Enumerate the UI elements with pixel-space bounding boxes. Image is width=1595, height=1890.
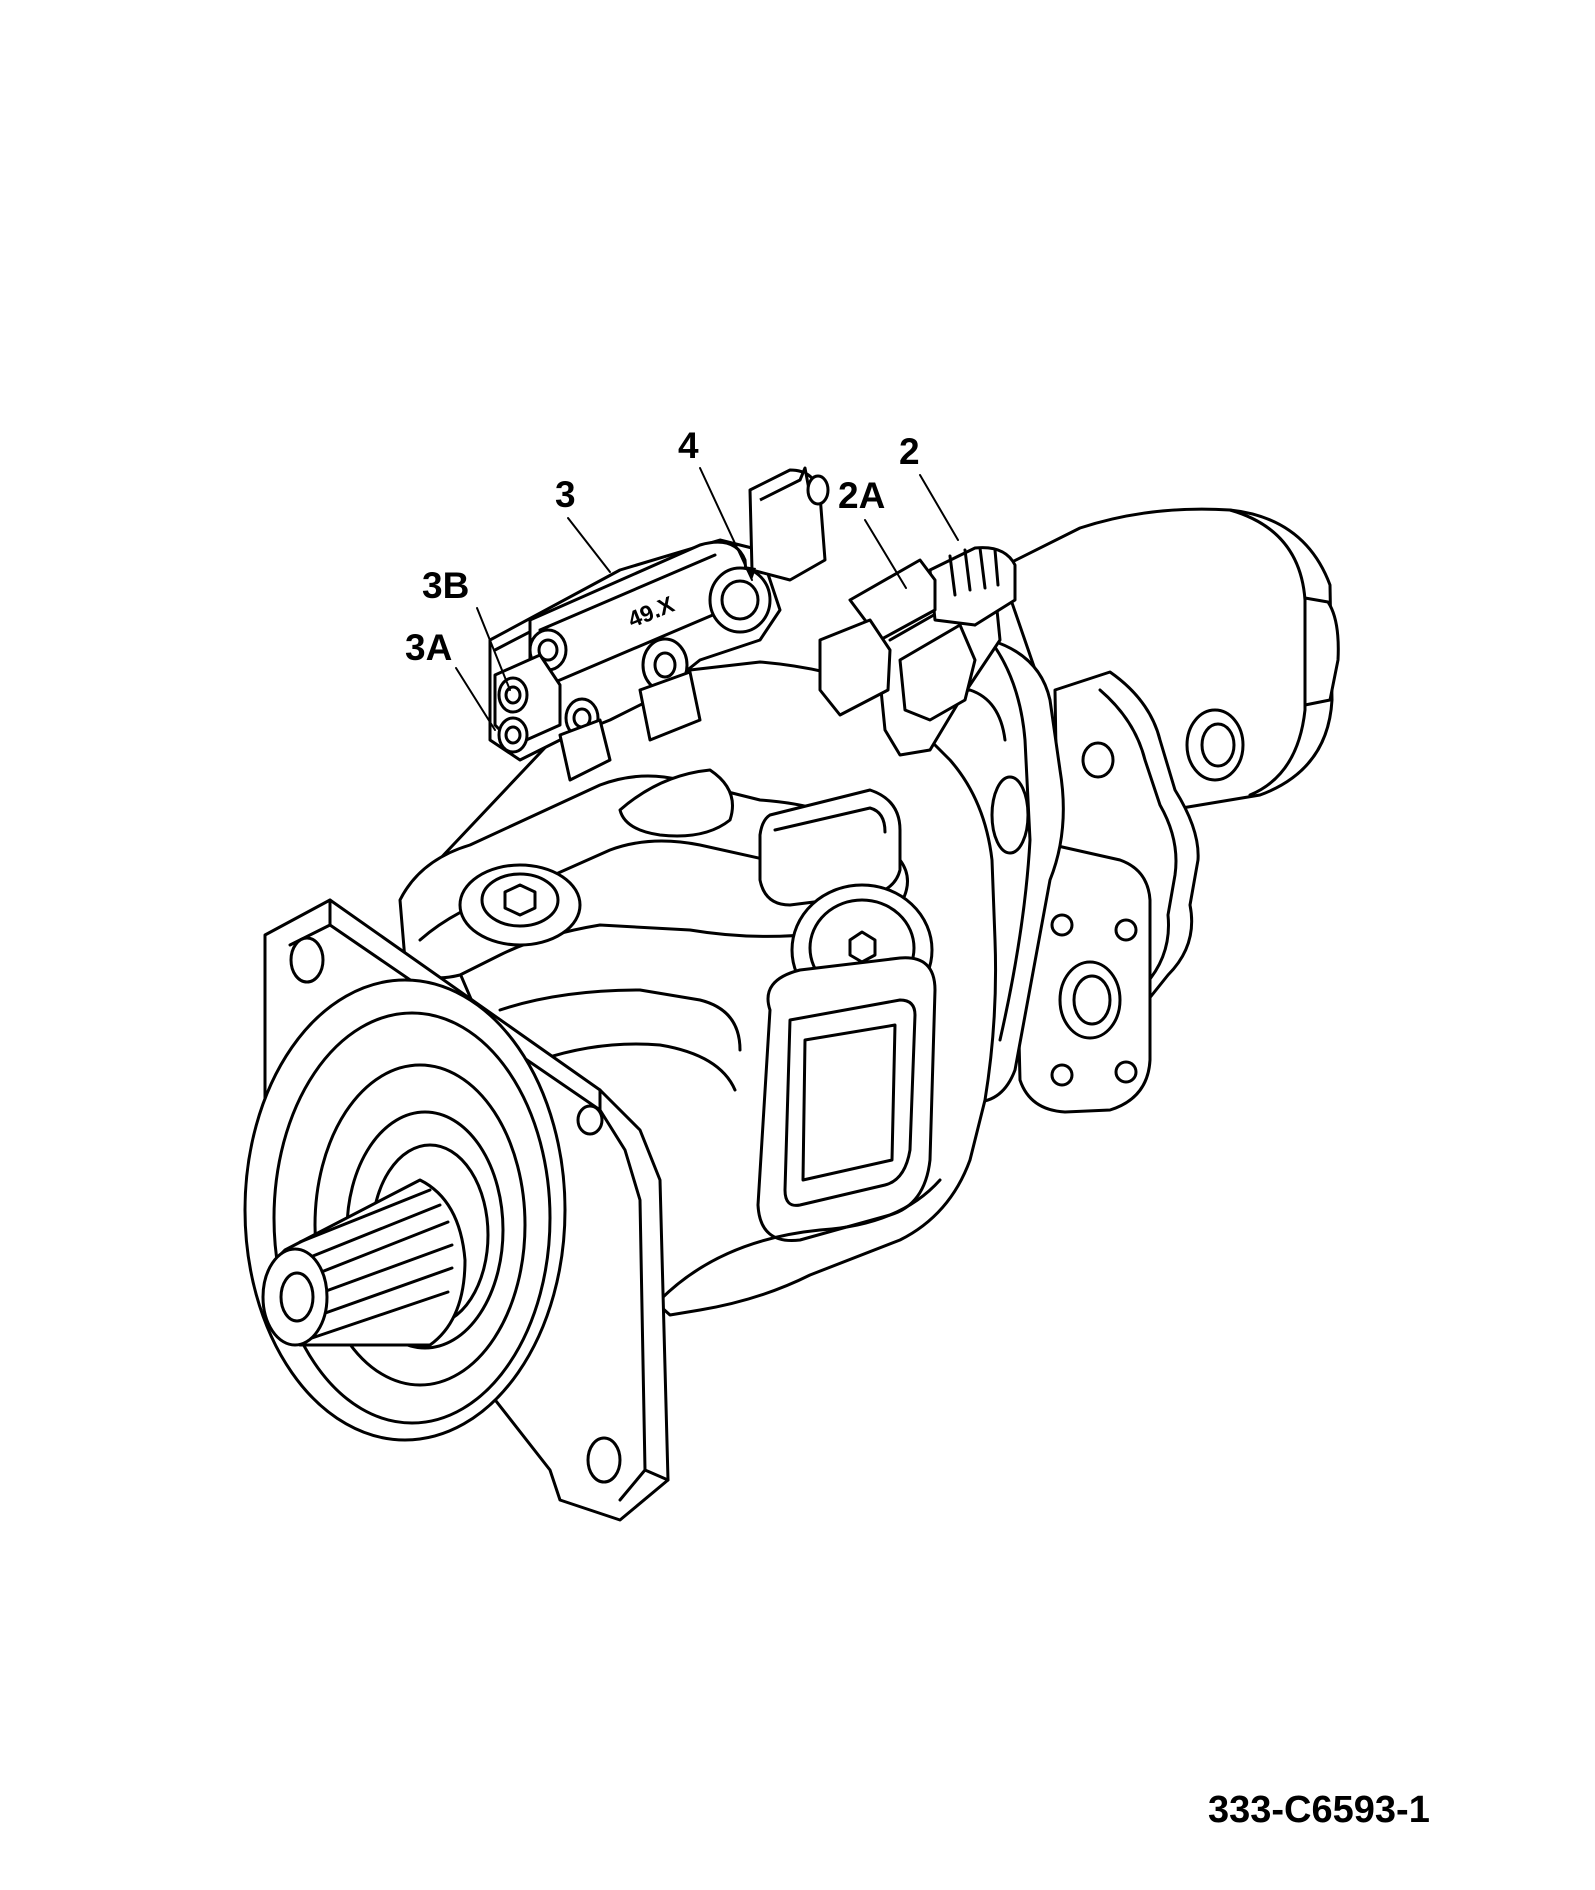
leader-3 [567, 517, 611, 573]
control-valve: 49.X [488, 466, 830, 782]
callout-3: 3 [555, 474, 576, 515]
solenoid-connector [818, 546, 1017, 757]
callout-leaders [455, 467, 959, 731]
leader-2 [919, 474, 959, 541]
callout-3a: 3A [405, 627, 452, 668]
leader-3b [476, 607, 511, 691]
leader-3a [455, 667, 496, 731]
callout-4: 4 [678, 425, 699, 466]
splined-drive-shaft [261, 1178, 467, 1347]
callout-2: 2 [899, 431, 920, 472]
callout-3b: 3B [422, 565, 469, 606]
leader-2a [864, 519, 907, 589]
callout-labels: 3 4 2A 2 3B 3A [405, 425, 920, 668]
leader-4 [699, 467, 753, 581]
side-port-block [1008, 840, 1152, 1114]
figure-reference: 333-C6593-1 [1208, 1789, 1430, 1831]
callout-2a: 2A [838, 475, 885, 516]
